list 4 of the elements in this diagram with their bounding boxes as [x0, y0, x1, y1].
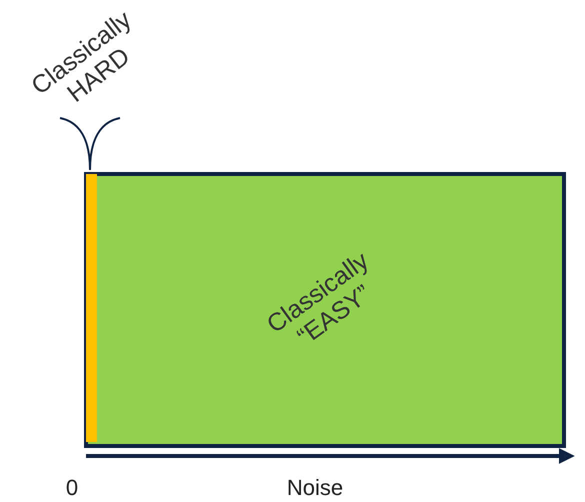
highlight-bar [86, 174, 97, 442]
region-box [84, 172, 566, 448]
axis-label: Noise [286, 475, 344, 501]
axis-label: 0 [66, 475, 78, 501]
